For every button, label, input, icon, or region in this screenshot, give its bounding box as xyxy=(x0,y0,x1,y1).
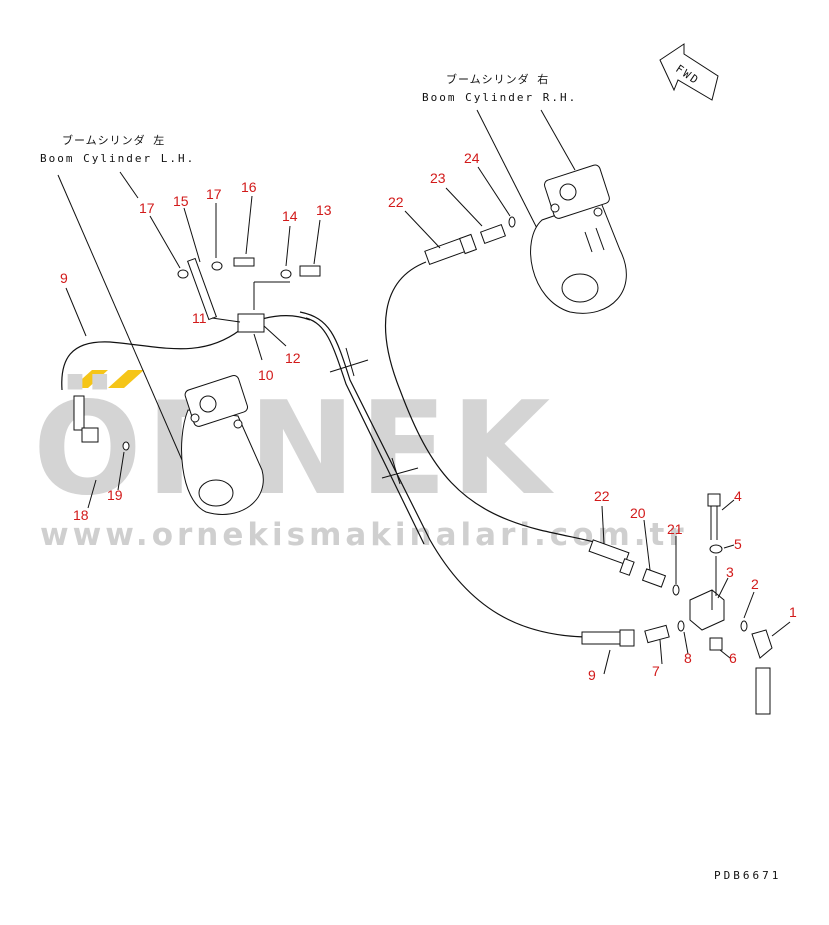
hose-main xyxy=(299,311,586,638)
washer-5 xyxy=(709,544,723,554)
watermark: ÖRNEK www.ornekismakinalari.com.tr xyxy=(33,370,688,553)
watermark-brand: ÖRNEK xyxy=(33,374,555,524)
fitting-22-upper xyxy=(424,233,478,266)
callout-22-upper: 22 xyxy=(388,194,404,210)
callout-20: 20 xyxy=(630,505,646,521)
hose-clamp xyxy=(329,347,419,485)
callout-17-left: 17 xyxy=(139,200,155,216)
boom-cylinder-lh xyxy=(181,375,264,515)
o-ring-21 xyxy=(672,584,680,596)
callout-7: 7 xyxy=(652,663,660,679)
callout-1: 1 xyxy=(789,604,797,620)
callout-22-lower: 22 xyxy=(594,488,610,504)
fitting-22-lower xyxy=(588,539,635,576)
callout-16: 16 xyxy=(241,179,257,195)
valve-block-3 xyxy=(689,589,725,631)
fitting-9-lower xyxy=(581,629,635,647)
callout-5: 5 xyxy=(734,536,742,552)
callout-9-lower: 9 xyxy=(588,667,596,683)
rh-title-jp: ブームシリンダ 右 xyxy=(446,72,549,86)
callout-13: 13 xyxy=(316,202,332,218)
bracket-assembly xyxy=(177,257,321,333)
rh-title-en: Boom Cylinder R.H. xyxy=(422,91,577,104)
bolt-18 xyxy=(73,395,99,443)
drawing-number: PDB6671 xyxy=(714,869,781,882)
callouts: 1 2 3 4 5 6 7 8 9 9 10 11 12 13 14 15 16… xyxy=(60,150,797,683)
callout-12: 12 xyxy=(285,350,301,366)
o-ring-2 xyxy=(740,620,748,632)
callout-2: 2 xyxy=(751,576,759,592)
fitting-20 xyxy=(641,568,667,588)
lh-title-en: Boom Cylinder L.H. xyxy=(40,152,195,165)
callout-6: 6 xyxy=(729,650,737,666)
o-ring-19 xyxy=(122,441,130,451)
callout-4: 4 xyxy=(734,488,742,504)
callout-19: 19 xyxy=(107,487,123,503)
callout-18: 18 xyxy=(73,507,89,523)
callout-11: 11 xyxy=(192,310,207,326)
callout-21: 21 xyxy=(667,521,683,537)
hose-9-upper xyxy=(61,315,311,391)
fitting-23 xyxy=(479,223,507,245)
callout-15: 15 xyxy=(173,193,189,209)
o-ring-24 xyxy=(508,216,516,228)
boom-cylinder-rh xyxy=(530,164,627,314)
lh-title-jp: ブームシリンダ 左 xyxy=(62,133,165,147)
watermark-accent-right xyxy=(108,370,144,388)
callout-14: 14 xyxy=(282,208,298,224)
callout-23: 23 xyxy=(430,170,446,186)
plug-6 xyxy=(709,637,723,651)
watermark-accent-left xyxy=(72,370,108,388)
callout-24: 24 xyxy=(464,150,480,166)
elbow-1 xyxy=(751,629,773,715)
callout-17-right: 17 xyxy=(206,186,222,202)
fwd-arrow-icon: FWD xyxy=(659,43,719,101)
fitting-7 xyxy=(644,624,670,644)
callout-10: 10 xyxy=(258,367,274,383)
bolt-4 xyxy=(707,493,721,540)
o-ring-8 xyxy=(677,620,685,632)
callout-8: 8 xyxy=(684,650,692,666)
watermark-url: www.ornekismakinalari.com.tr xyxy=(40,517,688,553)
hose-main-inner xyxy=(305,317,425,545)
callout-9-upper: 9 xyxy=(60,270,68,286)
hose-22-right xyxy=(384,261,606,546)
callout-3: 3 xyxy=(726,564,734,580)
callout-leaders xyxy=(65,166,791,675)
